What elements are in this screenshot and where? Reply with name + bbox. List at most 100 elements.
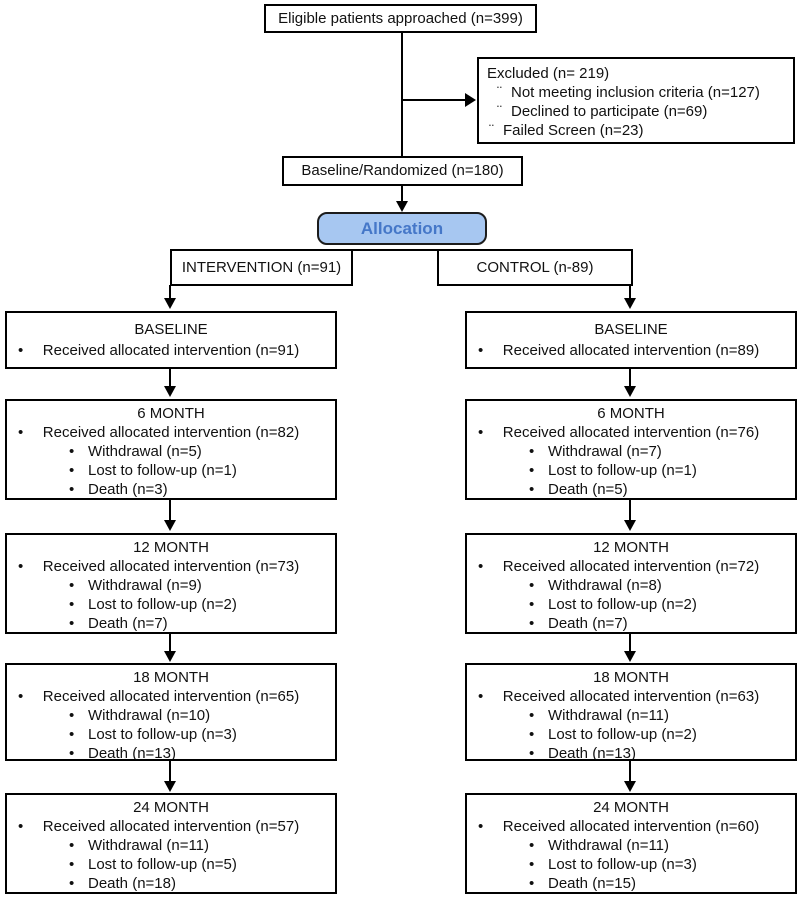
bullet-icon: • (69, 837, 75, 854)
stage-main-text: Received allocated intervention (n=60) (502, 818, 760, 835)
stage-sub-line: •Withdrawal (n=11) (467, 836, 795, 855)
stage-sub-line: • Death (n=18) (7, 874, 335, 892)
dash-bullet-icon: ¨ (489, 122, 494, 139)
stage-sub-text: Withdrawal (n=10) (88, 707, 211, 724)
excluded-box: Excluded (n= 219) ¨Not meeting inclusion… (477, 57, 795, 144)
bullet-icon: • (529, 481, 535, 498)
stage-main-line: • Received allocated intervention (n=89) (467, 340, 795, 361)
bullet-icon: • (529, 443, 535, 460)
arrow-randomized-allocation (396, 186, 408, 212)
bullet-icon: • (529, 577, 535, 594)
bullet-icon: • (69, 707, 75, 724)
control-24month-box: 24 MONTH • Received allocated interventi… (465, 793, 797, 894)
arrow-control-6month (624, 369, 636, 397)
bullet-icon: • (18, 558, 24, 575)
stage-sub-line: •Lost to follow-up (n=2) (467, 725, 795, 744)
stage-title: 18 MONTH (593, 669, 669, 686)
bullet-icon: • (69, 481, 75, 498)
stage-title: 12 MONTH (593, 539, 669, 556)
bullet-icon: • (529, 745, 535, 761)
bullet-icon: • (529, 596, 535, 613)
stage-sub-line: •Lost to follow-up (n=5) (7, 855, 335, 874)
stage-sub-text: Withdrawal (n=11) (548, 707, 670, 724)
bullet-icon: • (69, 726, 75, 743)
stage-sub-line: •Withdrawal (n=9) (7, 576, 335, 595)
bullet-icon: • (69, 856, 75, 873)
stage-sub-line: •Withdrawal (n=5) (7, 442, 335, 461)
control-18month-box: 18 MONTH • Received allocated interventi… (465, 663, 797, 761)
stage-main-text: Received allocated intervention (n=91) (42, 342, 300, 359)
stage-sub-line: •Lost to follow-up (n=1) (7, 461, 335, 480)
bullet-icon: • (529, 875, 535, 892)
stage-main-line: • Received allocated intervention (n=73) (7, 557, 335, 576)
stage-title: 24 MONTH (133, 799, 209, 816)
bullet-icon: • (69, 443, 75, 460)
stage-sub-text: Death (n=7) (88, 615, 168, 632)
bullet-icon: • (529, 615, 535, 632)
arrow-intervention-6month (164, 369, 176, 397)
excluded-title: Excluded (n= 219) (487, 65, 610, 82)
bullet-icon: • (529, 856, 535, 873)
stage-sub-text: Death (n=18) (88, 875, 176, 892)
stage-sub-line: •Lost to follow-up (n=1) (467, 461, 795, 480)
bullet-icon: • (69, 875, 75, 892)
stage-sub-text: Death (n=13) (548, 745, 636, 761)
bullet-icon: • (529, 726, 535, 743)
stage-sub-line: •Lost to follow-up (n=3) (7, 725, 335, 744)
excluded-item: ¨Not meeting inclusion criteria (n=127) (487, 83, 785, 102)
stage-main-text: Received allocated intervention (n=76) (502, 424, 760, 441)
control-6month-box: 6 MONTH • Received allocated interventio… (465, 399, 797, 500)
stage-sub-text: Lost to follow-up (n=3) (548, 856, 697, 873)
bullet-icon: • (18, 688, 24, 705)
stage-title: BASELINE (594, 321, 668, 338)
stage-sub-line: •Withdrawal (n=7) (467, 442, 795, 461)
excluded-item-text: Failed Screen (n=23) (503, 122, 644, 139)
stage-main-text: Received allocated intervention (n=63) (502, 688, 760, 705)
control-baseline-box: BASELINE • Received allocated interventi… (465, 311, 797, 369)
stage-main-line: • Received allocated intervention (n=65) (7, 687, 335, 706)
excluded-item: ¨Declined to participate (n=69) (487, 102, 785, 121)
intervention-24month-box: 24 MONTH • Received allocated interventi… (5, 793, 337, 894)
intervention-12month-box: 12 MONTH • Received allocated interventi… (5, 533, 337, 634)
stage-sub-line: •Lost to follow-up (n=2) (467, 595, 795, 614)
allocation-label-box: Allocation (317, 212, 487, 245)
bullet-icon: • (478, 342, 484, 359)
arrow-intervention-18month (164, 634, 176, 662)
intervention-baseline-box: BASELINE • Received allocated interventi… (5, 311, 337, 369)
stage-sub-line: •Withdrawal (n=11) (7, 836, 335, 855)
bullet-icon: • (529, 707, 535, 724)
stage-main-line: • Received allocated intervention (n=60) (467, 817, 795, 836)
stage-main-text: Received allocated intervention (n=89) (502, 342, 760, 359)
stage-sub-text: Withdrawal (n=9) (88, 577, 202, 594)
stage-sub-line: •Death (n=7) (7, 614, 335, 632)
stage-sub-line: • Withdrawal (n=10) (7, 706, 335, 725)
stage-title: BASELINE (134, 321, 208, 338)
arrow-control-18month (624, 634, 636, 662)
excluded-item-text: Declined to participate (n=69) (511, 103, 708, 120)
stage-title: 24 MONTH (593, 799, 669, 816)
stage-main-text: Received allocated intervention (n=72) (502, 558, 760, 575)
stage-main-text: Received allocated intervention (n=73) (42, 558, 300, 575)
stage-sub-text: Lost to follow-up (n=1) (548, 462, 697, 479)
control-12month-box: 12 MONTH • Received allocated interventi… (465, 533, 797, 634)
bullet-icon: • (478, 558, 484, 575)
stage-title: 12 MONTH (133, 539, 209, 556)
arrow-control-12month (624, 500, 636, 531)
stage-main-line: • Received allocated intervention (n=91) (7, 340, 335, 361)
stage-main-line: • Received allocated intervention (n=76) (467, 423, 795, 442)
arrow-intervention-24month (164, 761, 176, 792)
stage-sub-line: •Death (n=13) (7, 744, 335, 761)
dash-bullet-icon: ¨ (497, 84, 502, 101)
arrow-control-24month (624, 761, 636, 792)
baseline-randomized-box: Baseline/Randomized (n=180) (282, 156, 523, 186)
control-header-box: CONTROL (n-89) (437, 249, 633, 286)
stage-sub-text: Death (n=7) (548, 615, 628, 632)
bullet-icon: • (69, 745, 75, 761)
stage-sub-text: Lost to follow-up (n=2) (88, 596, 237, 613)
stage-main-line: • Received allocated intervention (n=82) (7, 423, 335, 442)
stage-sub-line: •Lost to follow-up (n=2) (7, 595, 335, 614)
stage-main-line: • Received allocated intervention (n=63) (467, 687, 795, 706)
stage-sub-line: •Withdrawal (n=8) (467, 576, 795, 595)
stage-sub-line: • Death (n=7) (467, 614, 795, 632)
arrow-intervention-12month (164, 500, 176, 531)
